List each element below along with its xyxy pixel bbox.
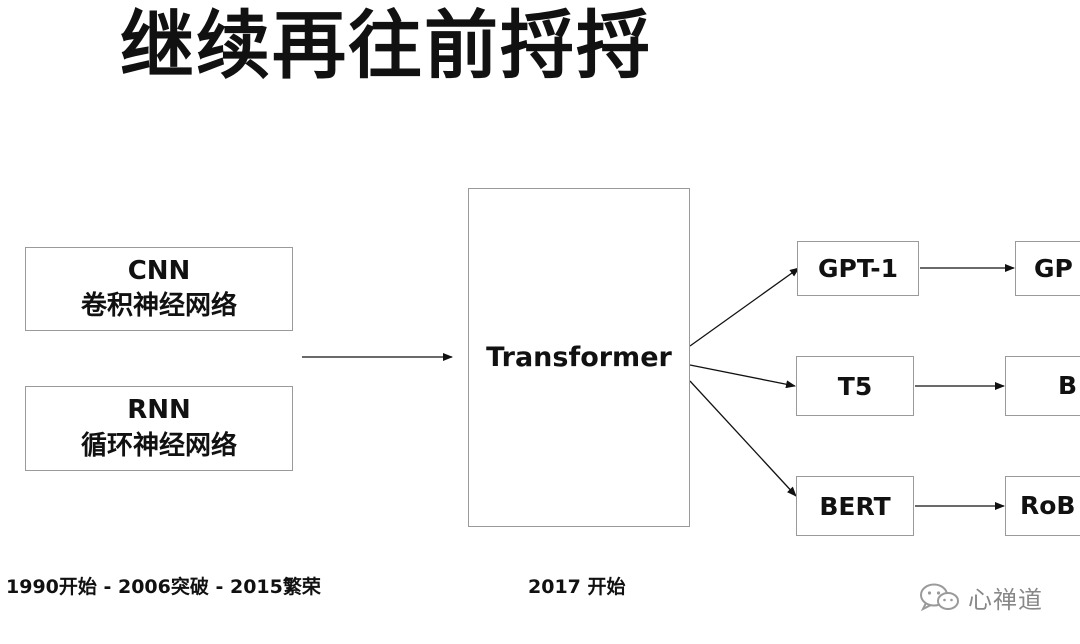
t5-label: T5 bbox=[837, 371, 873, 401]
gpt1-box: GPT-1 bbox=[797, 241, 919, 296]
t5-next-label: B bbox=[1058, 371, 1078, 400]
arrow-to-bert bbox=[689, 380, 797, 497]
bert-box: BERT bbox=[796, 476, 914, 536]
timeline-center: 2017 开始 bbox=[528, 576, 626, 598]
gpt1-label: GPT-1 bbox=[818, 254, 898, 283]
arrow-to-t5 bbox=[689, 364, 796, 389]
cnn-box: CNN 卷积神经网络 bbox=[25, 247, 293, 331]
bert-next-label: RoB bbox=[1020, 491, 1076, 520]
t5-next-box: B bbox=[1005, 356, 1080, 416]
wechat-icon bbox=[920, 583, 959, 611]
bert-label: BERT bbox=[819, 491, 891, 521]
arrow-to-gpt1 bbox=[689, 267, 800, 347]
gpt-next-box: GP bbox=[1015, 241, 1080, 296]
rnn-chinese-label: 循环神经网络 bbox=[80, 430, 237, 461]
rnn-box: RNN 循环神经网络 bbox=[25, 386, 293, 471]
t5-box: T5 bbox=[796, 356, 914, 416]
cnn-chinese-label: 卷积神经网络 bbox=[80, 291, 237, 321]
slide-title: 继续再往前捋捋 bbox=[120, 3, 652, 89]
gpt-next-label: GP bbox=[1034, 254, 1073, 283]
cnn-label: CNN bbox=[127, 255, 191, 286]
watermark-text: 心禅道 bbox=[968, 586, 1043, 614]
transformer-label: Transformer bbox=[486, 342, 672, 373]
transformer-box: Transformer bbox=[468, 188, 690, 527]
rnn-label: RNN bbox=[127, 395, 191, 426]
watermark: 心禅道 bbox=[918, 580, 1043, 615]
timeline-left: 1990开始 - 2006突破 - 2015繁荣 bbox=[6, 576, 321, 598]
bert-next-box: RoB bbox=[1005, 476, 1080, 536]
